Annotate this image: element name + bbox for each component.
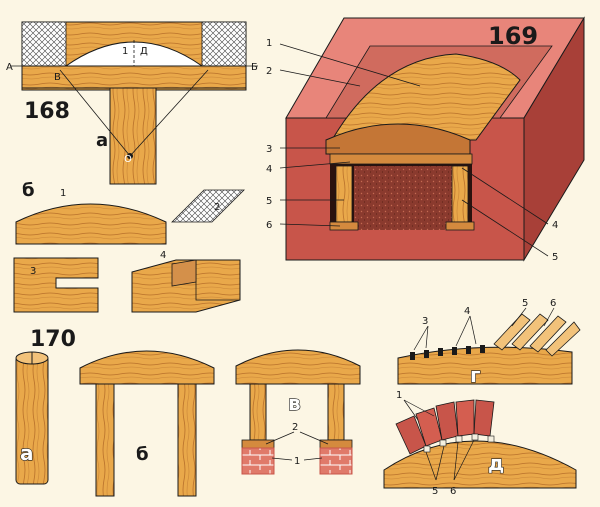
point-1-label: 1 [122,46,128,57]
board-g-callouts [413,307,555,351]
arch-beam [325,123,471,155]
frame-v-top [235,349,361,385]
frame-v-right-post [327,383,345,441]
frame-v-left-post [249,383,267,441]
board-notches [410,345,485,360]
frame-b-top [79,350,215,385]
board-g-callout-4: 4 [464,306,470,317]
battens [493,313,581,357]
figure-170-number: 170 [30,327,76,352]
arch-d-callout-5: 5 [432,486,438,497]
frame-v-left-bricks [241,447,275,475]
part-4-label: 4 [160,250,166,261]
hatched-corner-right [201,21,247,67]
arch-d-callout-6: 6 [450,486,456,497]
subfigure-170-a: а [20,441,34,465]
subfigure-b-label: б [22,180,35,201]
frame-v-right-bricks [319,447,353,475]
frame-b-left-post [95,383,115,497]
callout-5: 5 [266,196,272,207]
top-plank [329,153,473,165]
figure-170: 170 а б в 2 1 [15,298,581,497]
callout-3: 3 [266,144,272,155]
subfigure-170-v: в [288,391,301,415]
point-v-label: В [54,72,61,83]
part-4-notch [171,259,197,287]
callout-lines [279,43,549,257]
callout-1: 1 [266,38,272,49]
frame-v-callout-2: 2 [292,422,298,433]
point-a-label: А [6,62,13,73]
subfigure-170-d: д [488,451,504,475]
figure-168-number: 168 [24,99,70,124]
frame-v-right-wedge [319,439,353,449]
point-o-label: О [124,154,132,165]
arch-vault [331,53,521,141]
brick-block-side [523,16,585,262]
frame-b-right-post [177,383,197,497]
part-3-notched-board [13,257,99,313]
board-g-callout-5: 5 [522,298,528,309]
compass-post [109,87,157,185]
hatched-corner-left [21,21,67,67]
left-post [335,165,353,223]
part-1-arch-segment [15,203,167,245]
frame-v-callouts [265,431,329,461]
part-2-label: 2 [214,202,220,213]
frame-v-left-wedge [241,439,275,449]
callout-6: 6 [266,220,272,231]
point-d-label: Д [140,46,148,57]
subfigure-170-g: г [470,363,480,387]
arch-d-callouts [403,399,475,481]
subfigure-170-b: б [136,444,149,465]
board-g-callout-3: 3 [422,316,428,327]
right-wedge [445,221,475,231]
arch-joints-d [423,433,495,453]
arch-d-callout-1: 1 [396,390,402,401]
figure-169: 169 1 2 3 4 5 6 4 5 [266,16,585,263]
right-post [451,165,469,223]
arch-bricks-d [395,399,495,455]
center-point-o [127,153,133,159]
construction-lines [10,40,258,157]
callout-5-right: 5 [552,252,558,263]
frame-v-callout-1: 1 [294,456,300,467]
part-1-label: 1 [60,188,66,199]
point-b-label: Б [251,62,258,73]
figure-168: А Б В О 1 Д 168 а б 1 2 3 4 [6,21,258,313]
subfigure-a-label: а [96,130,108,151]
part-2-hatched-piece [171,189,245,223]
arch-board-d [383,440,577,489]
board-g-callout-6: 6 [550,298,556,309]
arc-cutout [64,41,204,67]
callout-4-right: 4 [552,220,558,231]
part-3-label: 3 [30,266,36,277]
sand-filler [354,166,454,230]
callout-4: 4 [266,164,272,175]
figure-169-number: 169 [488,22,538,50]
callout-2: 2 [266,66,272,77]
